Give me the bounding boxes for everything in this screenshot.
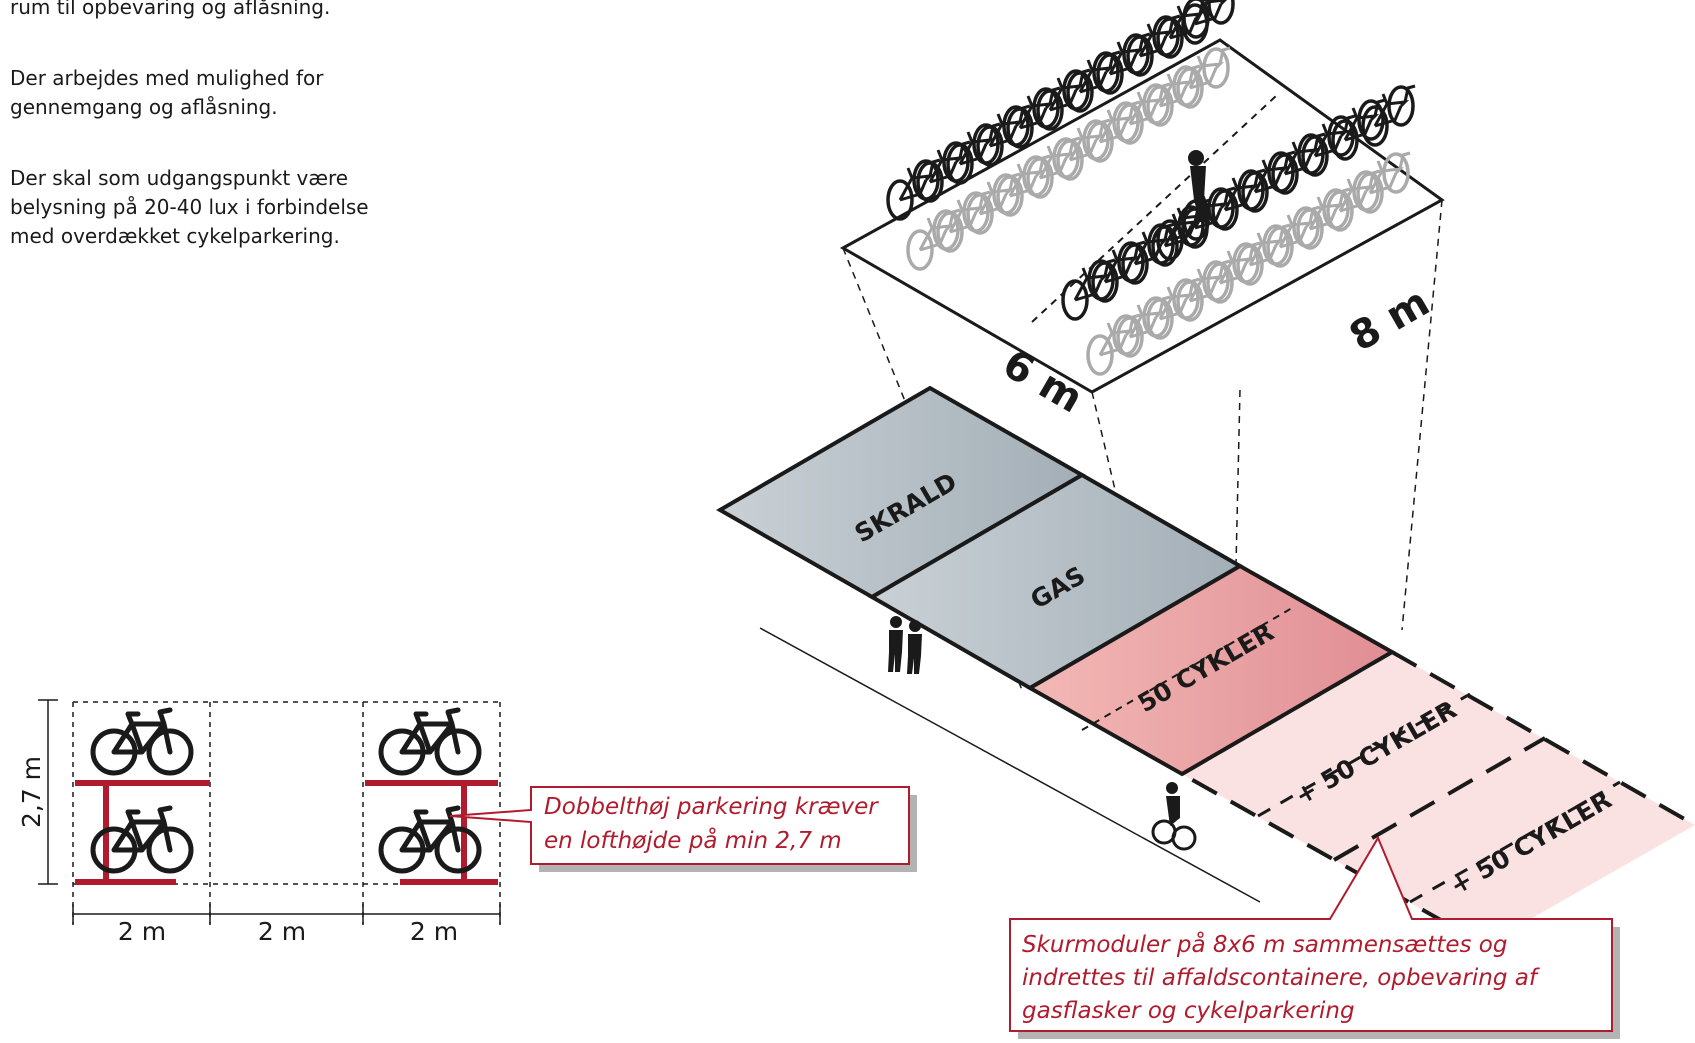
intro-line: belysning på 20-40 lux i forbindelse bbox=[10, 195, 369, 219]
svg-text:Skurmoduler på 8x6 m sammensæt: Skurmoduler på 8x6 m sammensættes og ind… bbox=[1022, 930, 1544, 1024]
intro-line: med overdækket cykelparkering. bbox=[10, 224, 340, 248]
pedestrians-figure bbox=[888, 616, 922, 674]
rack-bike-top-left bbox=[93, 710, 191, 773]
callout-modules-line: gasflasker og cykelparkering bbox=[1022, 998, 1355, 1024]
intro-line: Der arbejdes med mulighed for bbox=[10, 66, 324, 90]
callout-modules-line: indrettes til affaldscontainere, opbevar… bbox=[1022, 965, 1540, 991]
intro-line: rum til opbevaring og aflåsning. bbox=[10, 0, 331, 19]
intro-line: Der skal som udgangspunkt være bbox=[10, 166, 349, 190]
callout-double-line: en lofthøjde på min 2,7 m bbox=[544, 826, 842, 854]
section-width-label-1: 2 m bbox=[118, 917, 166, 946]
section-drawing: 2,7 m 2 m 2 m 2 m bbox=[17, 699, 501, 946]
small-cyclist-figure bbox=[1151, 782, 1197, 851]
intro-paragraph-2: Der arbejdes med mulighed for gennemgang… bbox=[10, 64, 323, 122]
section-width-label-2: 2 m bbox=[258, 917, 306, 946]
ground-plan: SKRALD GAS 50 CYKLER + 50 CYKLER + 50 CY… bbox=[715, 385, 1695, 947]
callout-double-height: Dobbelthøj parkering kræver en lofthøjde… bbox=[449, 786, 917, 872]
intro-paragraph-3: Der skal som udgangspunkt være belysning… bbox=[10, 164, 369, 251]
rack-bike-top-right bbox=[381, 710, 479, 773]
callout-modules-line: Skurmoduler på 8x6 m sammensættes og bbox=[1022, 930, 1507, 958]
section-height-label: 2,7 m bbox=[17, 756, 46, 828]
section-width-label-3: 2 m bbox=[410, 917, 458, 946]
callout-modules: Skurmoduler på 8x6 m sammensættes og ind… bbox=[1009, 835, 1620, 1039]
dim-length-label: 8 m bbox=[1342, 279, 1437, 361]
bike-platform: 6 m 8 m bbox=[839, 0, 1445, 422]
intro-paragraph-1: rum til opbevaring og aflåsning. bbox=[10, 0, 330, 22]
cyclist-figure bbox=[1156, 150, 1212, 261]
svg-text:Dobbelthøj parkering kræver: Dobbelthøj parkering kræver en lofthøjde… bbox=[544, 794, 885, 854]
intro-line: gennemgang og aflåsning. bbox=[10, 95, 278, 119]
callout-double-line: Dobbelthøj parkering kræver bbox=[544, 794, 879, 820]
